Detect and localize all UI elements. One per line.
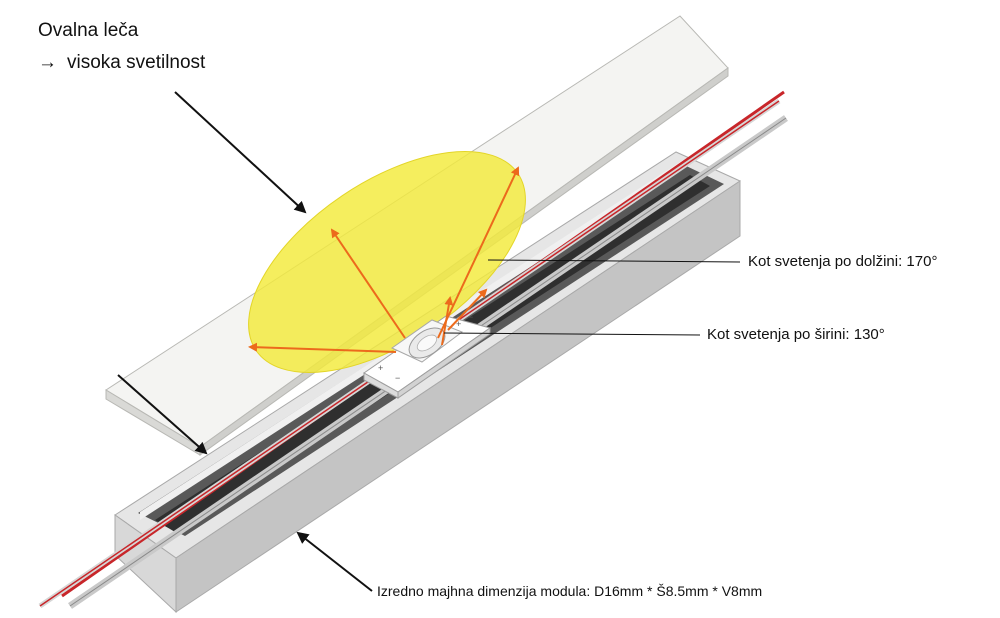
module-minus-mark-2: −	[468, 312, 473, 322]
lens-subtitle: → visoka svetilnost	[38, 52, 205, 74]
beam-arrow-4	[441, 296, 454, 346]
beam-arrow-2	[437, 166, 520, 339]
module-plus-mark: +	[378, 363, 383, 373]
leader-length	[487, 259, 741, 263]
pointers	[117, 91, 741, 592]
lens-title: Ovalna leča	[38, 20, 139, 41]
angle-width-label: Kot svetenja po širini: 130°	[707, 326, 885, 343]
leader-width	[443, 332, 701, 336]
beam-arrow-1	[330, 228, 406, 339]
beam-arrow-5	[248, 342, 397, 353]
pointer-diffuser	[117, 374, 208, 455]
pointer-lens	[174, 91, 307, 214]
module-minus-mark: −	[395, 373, 400, 383]
right-arrow-icon: →	[38, 52, 57, 73]
lens-subtitle-text: visoka svetilnost	[67, 52, 206, 73]
beam-arrow-3	[447, 288, 488, 331]
pointer-dimension	[296, 531, 373, 592]
angle-length-label: Kot svetenja po dolžini: 170°	[748, 253, 938, 270]
dimension-label: Izredno majhna dimenzija modula: D16mm *…	[377, 583, 763, 599]
beam-arrows	[248, 166, 520, 353]
module-plus-mark-2: +	[456, 319, 461, 329]
